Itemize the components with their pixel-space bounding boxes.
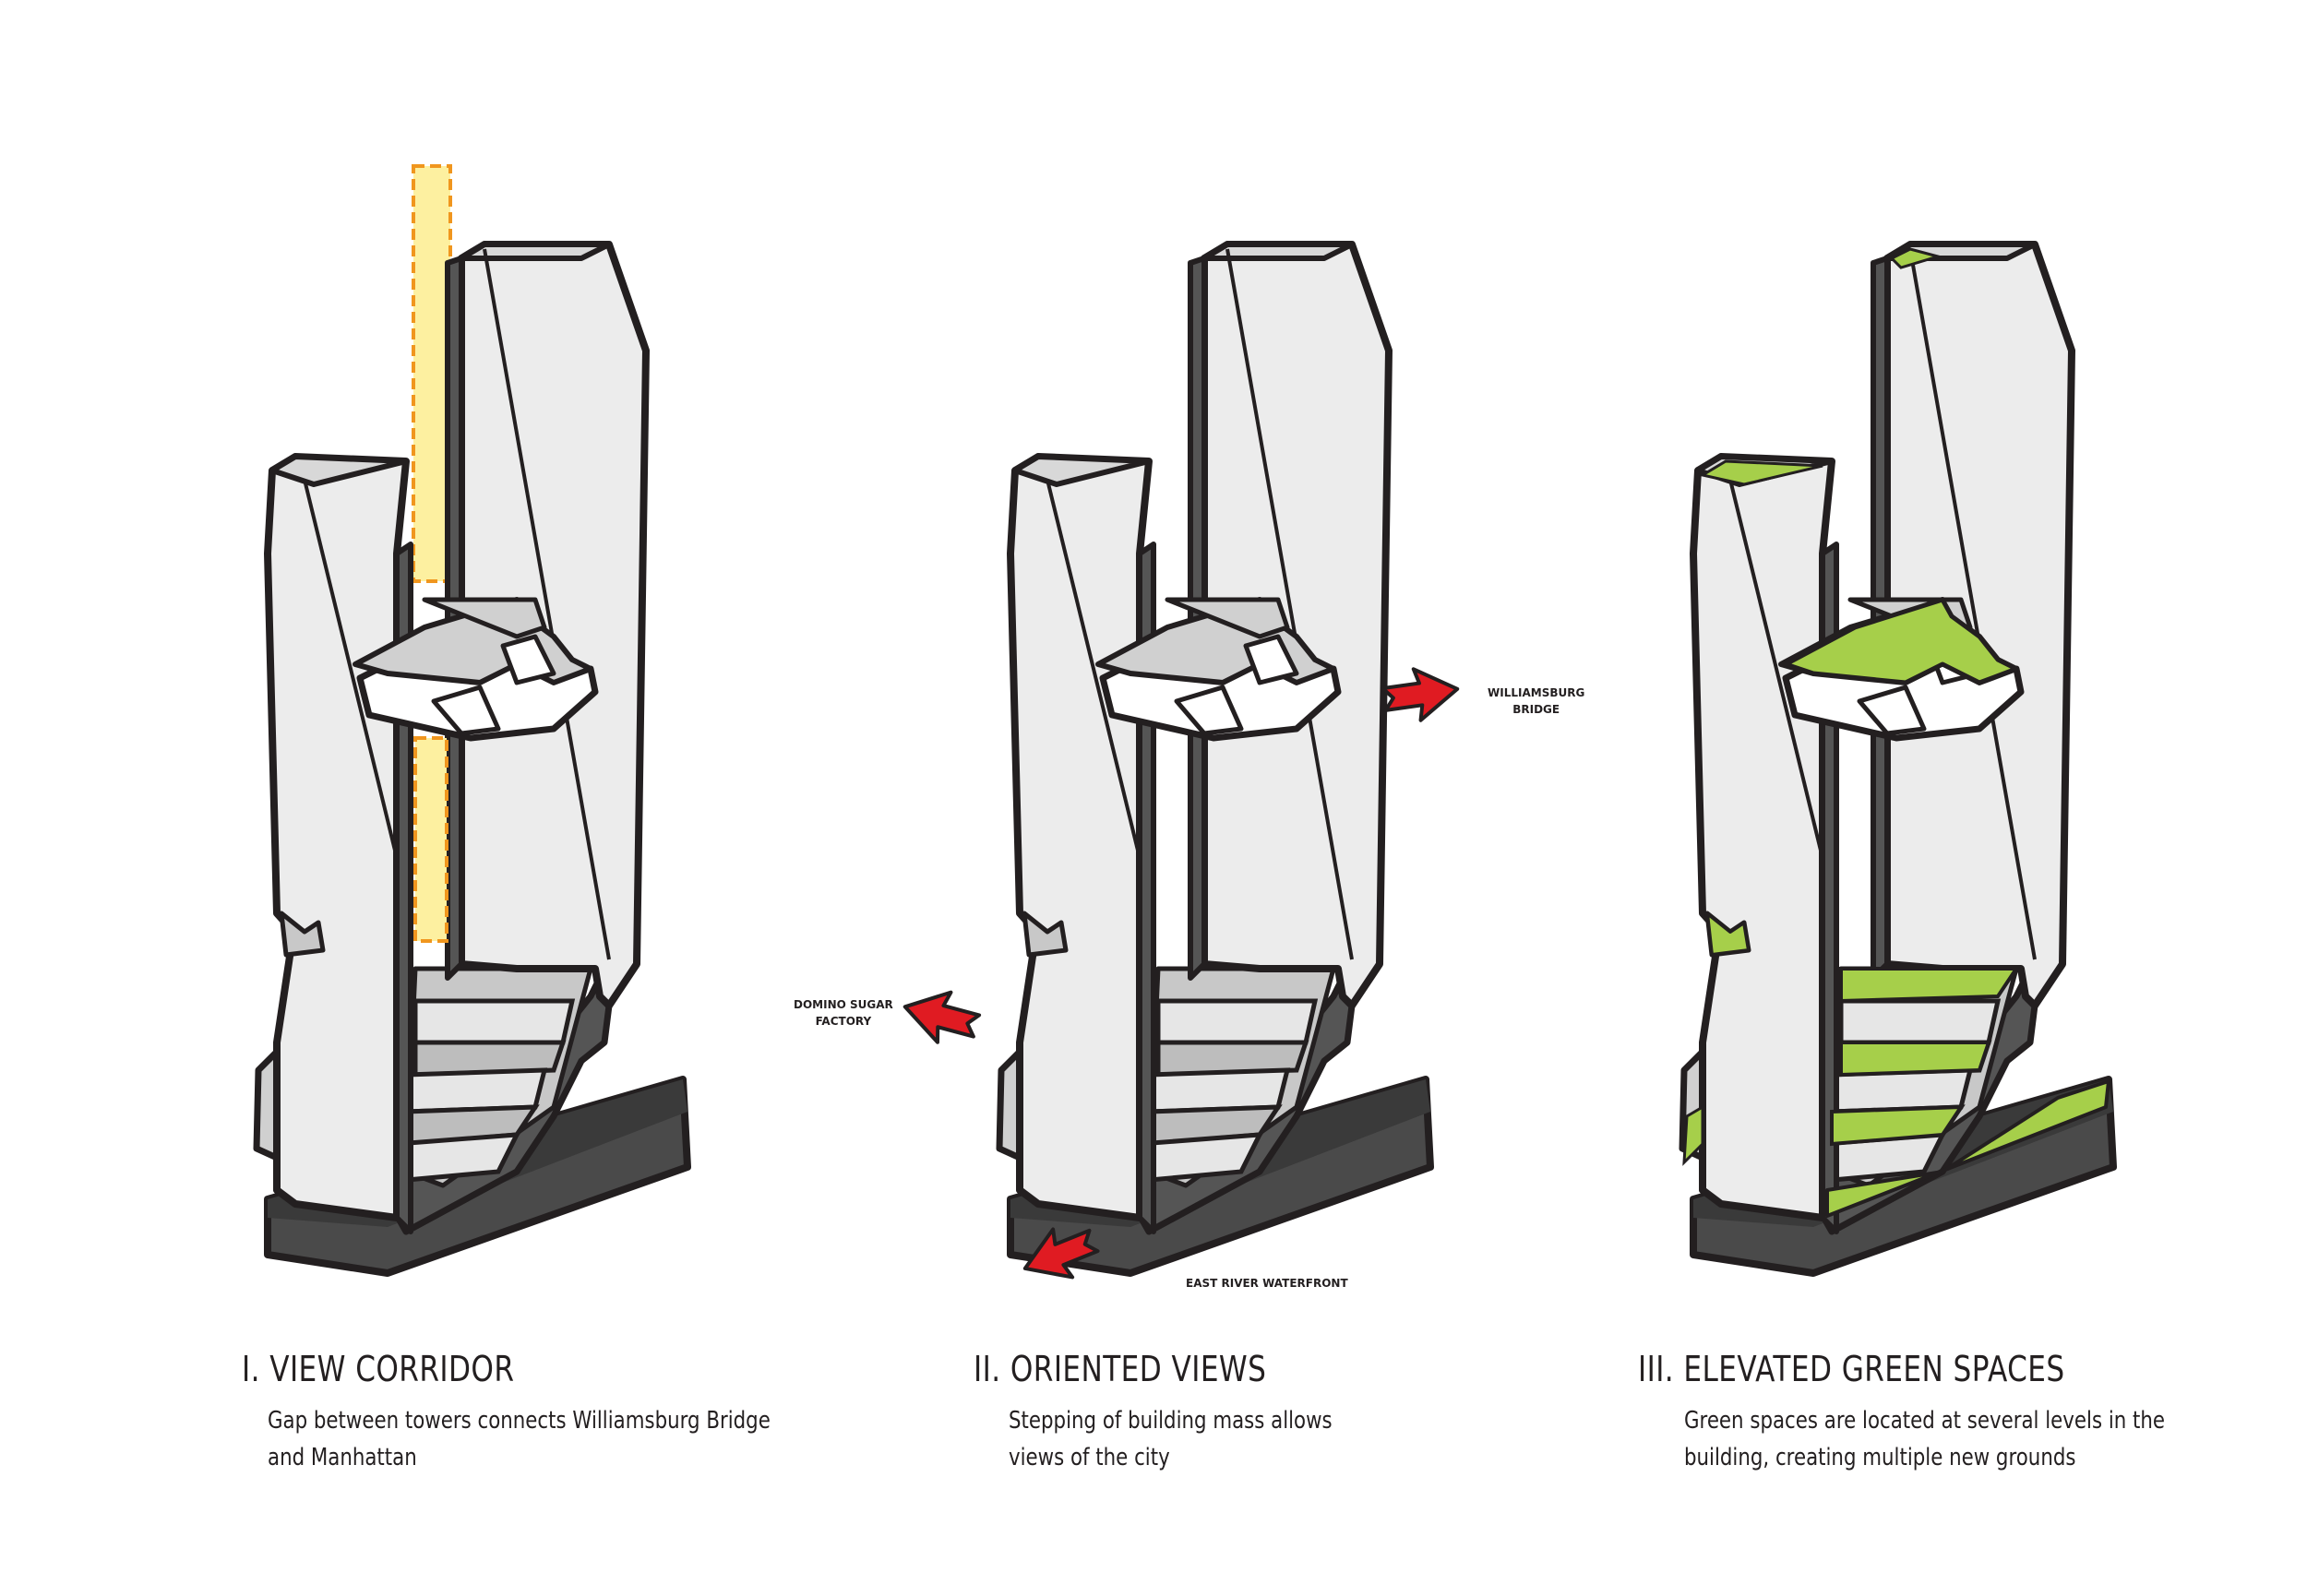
panel-2-title: II. ORIENTED VIEWS bbox=[974, 1349, 1267, 1389]
callout-williamsburg-bridge: WILLIAMSBURG BRIDGE bbox=[1488, 685, 1584, 718]
panel-1-building bbox=[257, 164, 687, 1273]
panel-3-description-line1: Green spaces are located at several leve… bbox=[1684, 1407, 2166, 1435]
panel-2-description-line1: Stepping of building mass allows bbox=[1009, 1407, 1333, 1435]
callout-east-river-line: EAST RIVER WATERFRONT bbox=[1186, 1277, 1348, 1290]
panel-1-title: I. VIEW CORRIDOR bbox=[242, 1349, 515, 1389]
arrow-icon-domino bbox=[896, 980, 986, 1054]
panel-3-description-line2: building, creating multiple new grounds bbox=[1684, 1444, 2076, 1471]
green-step-2 bbox=[1830, 1104, 1965, 1147]
green-base-terrace bbox=[1825, 1079, 2110, 1218]
callout-domino-line1: DOMINO SUGAR bbox=[794, 998, 893, 1011]
panel-1-description-line1: Gap between towers connects Williamsburg… bbox=[268, 1407, 771, 1435]
callout-domino-line2: FACTORY bbox=[815, 1015, 872, 1028]
callout-williamsburg-line2: BRIDGE bbox=[1512, 703, 1560, 716]
green-bridge-terrace bbox=[1783, 597, 2019, 685]
green-courtyard bbox=[1839, 967, 2020, 1004]
view-corridor-band-upper bbox=[412, 164, 452, 583]
arrow-icon-williamsburg bbox=[1379, 661, 1464, 727]
green-roof-left bbox=[1699, 459, 1823, 486]
green-left-podium bbox=[1682, 1104, 1704, 1166]
view-corridor-band-lower bbox=[413, 736, 448, 943]
callout-williamsburg-line1: WILLIAMSBURG bbox=[1488, 686, 1585, 699]
panel-3-title: III. ELEVATED GREEN SPACES bbox=[1638, 1349, 2065, 1389]
panel-1-description-line2: and Manhattan bbox=[268, 1444, 417, 1471]
panel-3-building bbox=[1682, 244, 2113, 1273]
green-notch bbox=[1705, 911, 1751, 957]
green-roof-right bbox=[1889, 247, 1943, 269]
callout-domino-sugar-factory: DOMINO SUGAR FACTORY bbox=[794, 996, 893, 1030]
panel-2-description-line2: views of the city bbox=[1009, 1444, 1170, 1471]
callout-east-river-waterfront: EAST RIVER WATERFRONT bbox=[1186, 1275, 1348, 1292]
panel-2-building bbox=[896, 244, 1464, 1294]
green-step-1 bbox=[1839, 1041, 1991, 1078]
